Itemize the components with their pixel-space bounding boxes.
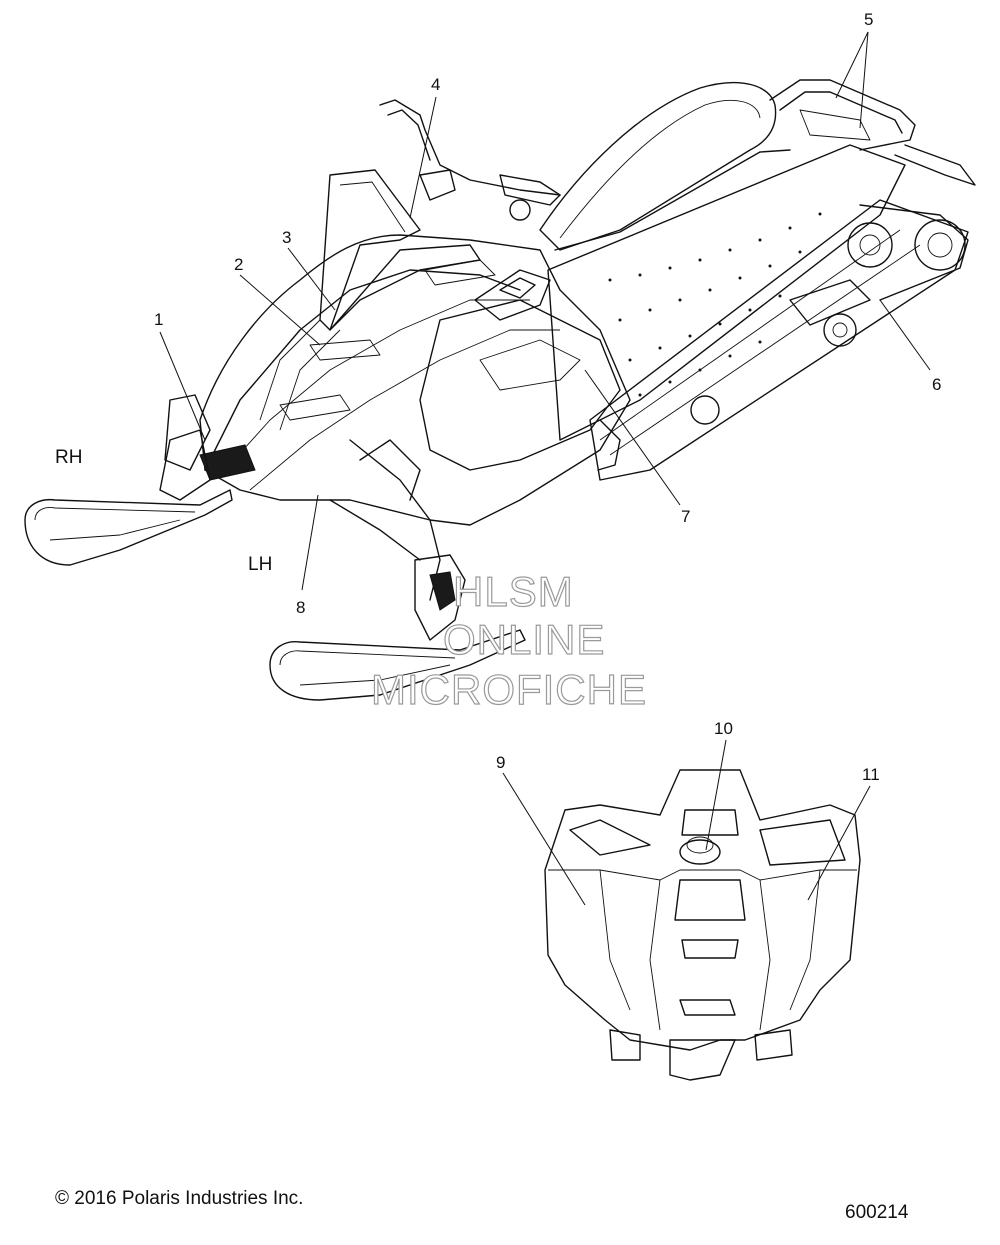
seat — [539, 81, 791, 251]
hood-and-body — [159, 234, 631, 526]
callout-10: 10 — [714, 719, 733, 738]
side-label-lh: LH — [248, 554, 272, 575]
watermark-line-3: MICROFICHE — [371, 666, 647, 713]
rear-rack — [769, 79, 976, 186]
callout-labels: 1 2 3 4 5 6 7 8 9 10 11 — [154, 10, 941, 784]
callout-8: 8 — [296, 598, 305, 617]
callout-2: 2 — [234, 255, 243, 274]
figure-number: 600214 — [845, 1202, 909, 1223]
callout-7: 7 — [681, 507, 690, 526]
handlebar — [379, 99, 561, 221]
callout-4: 4 — [431, 75, 440, 94]
windshield — [319, 169, 481, 331]
callout-6: 6 — [932, 375, 941, 394]
right-ski — [24, 489, 233, 566]
callout-1: 1 — [154, 310, 163, 329]
callout-5: 5 — [864, 10, 873, 29]
left-ski — [269, 629, 526, 701]
callout-9: 9 — [496, 753, 505, 772]
side-label-rh: RH — [55, 447, 82, 468]
watermark-line-1: HLSM — [453, 568, 574, 615]
tunnel-rivets — [608, 212, 822, 397]
tunnel-and-track — [547, 144, 969, 481]
callout-3: 3 — [282, 228, 291, 247]
fuel-tank-illustration — [544, 769, 861, 1081]
snowmobile-illustration — [24, 79, 976, 701]
callout-11: 11 — [862, 765, 880, 784]
leader-lines — [159, 31, 931, 906]
front-suspension — [164, 394, 466, 641]
copyright-text: © 2016 Polaris Industries Inc. — [55, 1188, 303, 1209]
watermark-line-2: ONLINE — [443, 616, 605, 663]
watermark: HLSM ONLINE MICROFICHE — [370, 567, 647, 713]
